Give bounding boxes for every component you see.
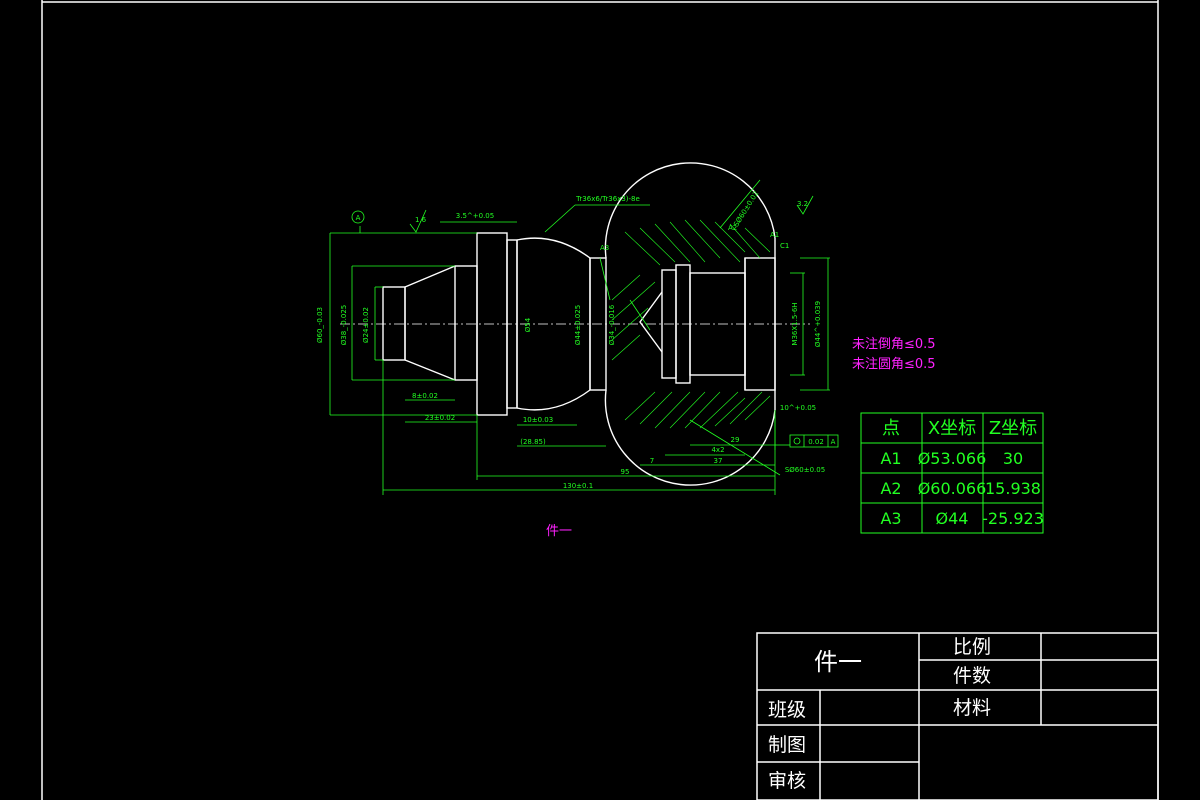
coord-cell: A2 — [880, 479, 901, 498]
dim-len35: 3.5^+0.05 — [456, 212, 494, 220]
coord-cell: Ø53.066 — [918, 449, 987, 468]
title-checked-label: 审核 — [768, 770, 806, 792]
datum-label: A — [356, 214, 361, 222]
dim-thread: M36X1.5-6H — [791, 302, 799, 345]
roughness-1: 1.6 — [415, 216, 427, 224]
callout-a3: A3 — [600, 244, 609, 252]
coord-cell: 30 — [1003, 449, 1023, 468]
dim-d24: Ø24±0.02 — [362, 307, 370, 343]
dim-d38: Ø38_-0.025 — [340, 305, 348, 345]
part-label: 件一 — [546, 524, 572, 539]
dim-d44: Ø44±0.025 — [574, 305, 582, 345]
callout-a1: A1 — [770, 231, 779, 239]
dim-len37: 37 — [714, 457, 723, 465]
roughness-2: 3.2 — [797, 200, 808, 208]
title-part-name: 件一 — [814, 648, 862, 676]
title-drawn-label: 制图 — [768, 734, 806, 756]
callout-c1: C1 — [780, 242, 789, 250]
coordinate-table-text: 点 X坐标 Z坐标 A1 Ø53.066 30 A2 Ø60.066 15.93… — [880, 418, 1043, 528]
dim-d44b: Ø44^+0.039 — [814, 301, 822, 347]
dim-d54: Ø54 — [524, 317, 532, 332]
dim-ball: SØ60±0.02 — [732, 190, 760, 228]
note-fillet: 未注圆角≤0.5 — [852, 357, 936, 372]
section-hatch — [611, 219, 771, 429]
tolerance-frame — [789, 434, 839, 448]
dim-sr: SØ60±0.05 — [785, 466, 825, 474]
dim-len4x2: 4x2 — [711, 446, 724, 454]
dim-len130: 130±0.1 — [563, 482, 593, 490]
dim-d60: Ø60_-0.03 — [316, 307, 324, 343]
datum-symbol: A — [351, 195, 814, 233]
title-block-text: 件一 比例 件数 材料 班级 制图 审核 — [768, 636, 991, 792]
coordinate-table — [860, 412, 1044, 534]
coord-cell: Ø44 — [936, 509, 969, 528]
part-outline — [340, 162, 810, 486]
dim-thread-spec: Tr36x6/Tr36x3)-8e — [575, 195, 640, 203]
tolerance-datum: A — [831, 438, 836, 446]
coord-cell: Ø60.066 — [918, 479, 987, 498]
dim-d34: Ø34_-0.016 — [608, 304, 616, 345]
title-block — [756, 632, 1159, 800]
title-class-label: 班级 — [768, 699, 806, 721]
coord-header-point: 点 — [882, 418, 900, 439]
dim-len23: 23±0.02 — [425, 414, 455, 422]
coord-header-z: Z坐标 — [989, 418, 1037, 439]
coord-cell: A3 — [880, 509, 901, 528]
dim-len7: 7 — [650, 457, 654, 465]
coord-cell: 15.938 — [985, 479, 1041, 498]
dim-len28: (28.85) — [520, 438, 546, 446]
callout-a2: A2 — [728, 224, 737, 232]
tolerance-value: 0.02 — [808, 438, 824, 446]
coord-header-x: X坐标 — [928, 418, 976, 439]
note-chamfer: 未注倒角≤0.5 — [852, 337, 936, 352]
dimension-lines — [329, 179, 830, 495]
title-qty-label: 件数 — [953, 665, 991, 687]
dim-len10: 10±0.03 — [523, 416, 553, 424]
title-scale-label: 比例 — [953, 636, 991, 658]
dim-len29: 29 — [731, 436, 740, 444]
dim-len10b: 10^+0.05 — [780, 404, 816, 412]
title-material-label: 材料 — [953, 697, 991, 719]
dim-len8: 8±0.02 — [412, 392, 438, 400]
coord-cell: -25.923 — [982, 509, 1044, 528]
dim-len95: 95 — [621, 468, 630, 476]
coord-cell: A1 — [880, 449, 901, 468]
